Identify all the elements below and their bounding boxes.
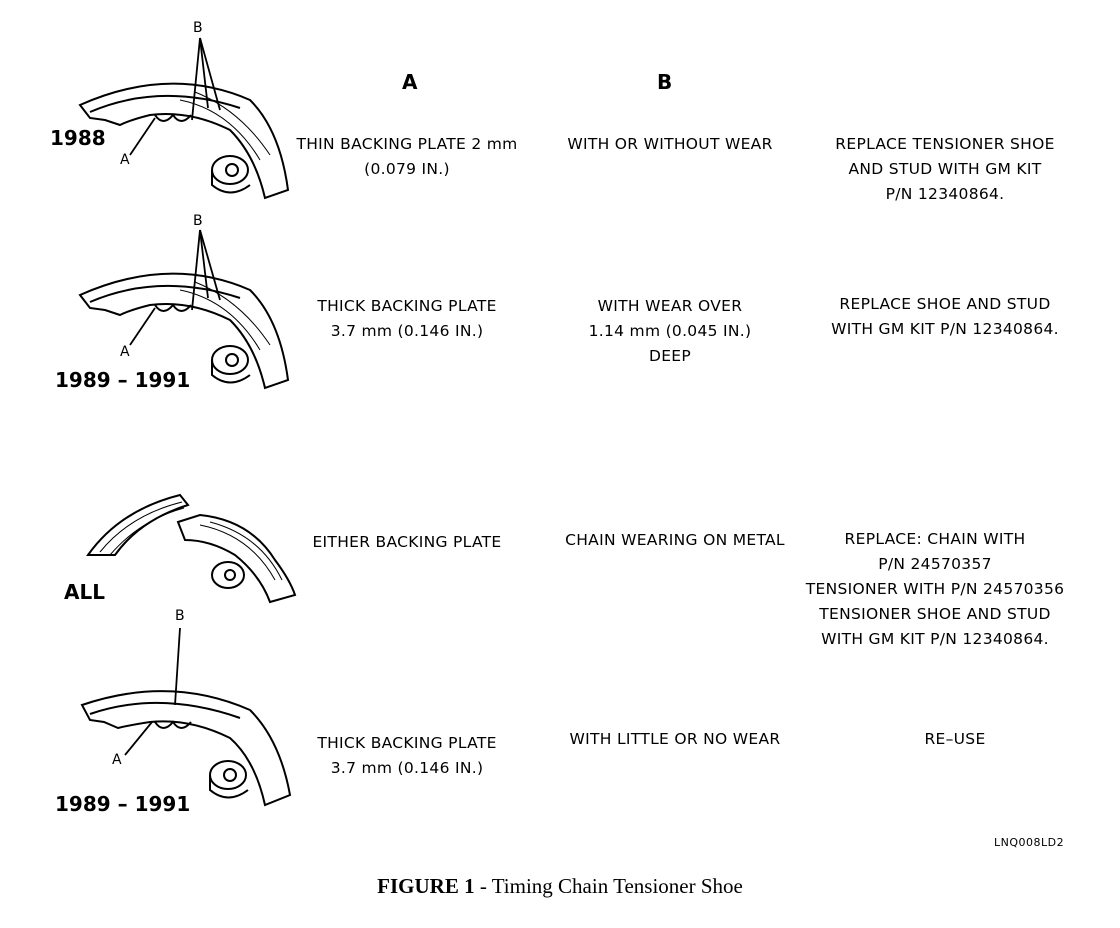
- year-label: 1988: [50, 126, 106, 150]
- action-cell: REPLACE: CHAIN WITH P/N 24570357 TENSION…: [805, 530, 1065, 648]
- wear-cell: WITH OR WITHOUT WEAR: [567, 135, 773, 153]
- figure-caption: FIGURE 1 - Timing Chain Tensioner Shoe: [0, 874, 1120, 899]
- year-label: 1989 – 1991: [55, 792, 191, 816]
- backing-plate-cell: EITHER BACKING PLATE: [312, 533, 502, 551]
- tensioner-shoe-illustration-1989-1991: [78, 229, 290, 390]
- column-header-a: A: [402, 70, 418, 94]
- backing-plate-cell: THICK BACKING PLATE 3.7 mm (0.146 IN.): [317, 297, 497, 340]
- callout-label-a: A: [120, 152, 130, 168]
- figure-caption-text: - Timing Chain Tensioner Shoe: [474, 874, 743, 898]
- callout-label-b: B: [193, 213, 203, 229]
- action-cell: REPLACE TENSIONER SHOE AND STUD WITH GM …: [835, 135, 1055, 203]
- backing-plate-cell: THIN BACKING PLATE 2 mm (0.079 IN.): [296, 135, 518, 178]
- wear-cell: CHAIN WEARING ON METAL: [565, 531, 785, 549]
- year-label: ALL: [64, 580, 105, 604]
- figure-code: LNQ008LD2: [994, 836, 1065, 849]
- callout-label-b: B: [175, 608, 185, 624]
- backing-plate-cell: THICK BACKING PLATE 3.7 mm (0.146 IN.): [317, 734, 497, 777]
- action-cell: RE–USE: [924, 730, 986, 748]
- callout-label-a: A: [112, 752, 122, 768]
- callout-arrows-1988: [129, 37, 221, 156]
- column-header-b: B: [657, 70, 673, 94]
- tensioner-shoe-illustration-1988: [78, 37, 290, 200]
- figure-caption-label: FIGURE 1: [377, 874, 475, 898]
- callout-label-b: B: [193, 20, 203, 36]
- callout-arrows-1989-1991: [129, 229, 221, 346]
- callout-arrows-reuse: [124, 627, 181, 756]
- action-cell: REPLACE SHOE AND STUD WITH GM KIT P/N 12…: [831, 295, 1059, 338]
- wear-cell: WITH LITTLE OR NO WEAR: [569, 730, 781, 748]
- tensioner-shoe-illustration-reuse: [80, 627, 292, 807]
- callout-label-a: A: [120, 344, 130, 360]
- wear-cell: WITH WEAR OVER 1.14 mm (0.045 IN.) DEEP: [588, 297, 752, 365]
- broken-tensioner-shoe-illustration: [86, 493, 297, 604]
- year-label: 1989 – 1991: [55, 368, 191, 392]
